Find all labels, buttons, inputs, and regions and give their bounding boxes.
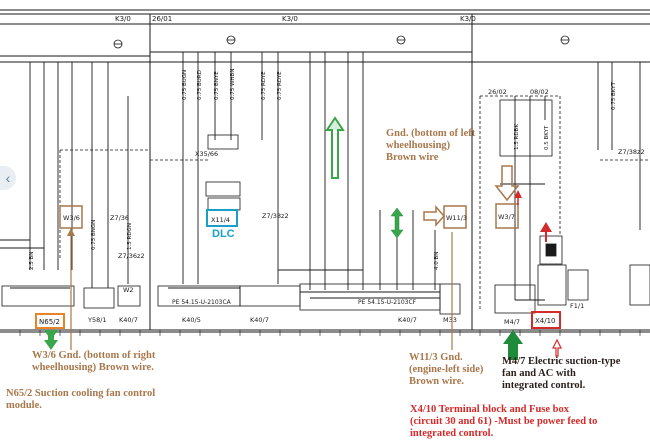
annotation-w11-3: W11/3 Gnd. (engine-left side) Brown wire… (409, 352, 484, 387)
component-label: W2 (123, 286, 134, 294)
x4-10-label: X4/10 (535, 317, 556, 325)
wire-code: 2.5 BN (29, 252, 35, 270)
x4-10-box: X4/10 (531, 311, 561, 329)
annotation-gnd-left-wheelhousing: Gnd. (bottom of left wheelhousing) Brown… (386, 128, 476, 163)
component-label: K40/7 (119, 316, 138, 324)
red-arrow-up-icon (540, 222, 552, 242)
w3-7-box: W3/7 (495, 203, 519, 229)
wire-code: 0.75 BURD (197, 70, 203, 100)
connector-label: Z7/36z2 (118, 252, 145, 260)
x11-4-box (206, 209, 238, 227)
lower-wiring (0, 183, 545, 301)
fuse-block (539, 235, 563, 265)
top-label-k30-2: K3/0 (282, 15, 298, 23)
top-label-k30-1: K3/0 (115, 15, 131, 23)
green-arrow-updown-icon (390, 207, 404, 239)
top-symbols (113, 35, 570, 49)
red-arrow-x410-icon (552, 338, 562, 357)
wire-code: 4.0 BN (434, 252, 440, 270)
n65-2-label: N65/2 (39, 318, 60, 326)
green-arrow-up-icon (325, 116, 345, 179)
dashed-wires (59, 95, 650, 310)
w3-6-box: W3/6 (59, 205, 83, 229)
top-label-k30-3: K3/0 (460, 15, 476, 23)
green-arrow-small-icon (329, 120, 341, 130)
wire-code: 0.75 BKYT (611, 81, 617, 110)
connector-label: Z7/36 (110, 214, 129, 222)
connector-label: Z7/38z2 (618, 148, 645, 156)
pe-label: PE 54.15-U-2103CA (172, 299, 232, 306)
brown-arrow-right-icon (423, 205, 446, 227)
component-label: K40/7 (250, 316, 269, 324)
component-label: K40/7 (398, 316, 417, 324)
wire-code: 1.5 RDGN (127, 223, 133, 250)
pe-label: PE 54.15-U-2103CF (358, 299, 417, 306)
connector-label: X35/66 (195, 150, 218, 158)
wire-code: 0.75 RDYE (277, 71, 283, 100)
green-arrow-m47-icon (503, 330, 523, 360)
w3-7-label: W3/7 (498, 213, 515, 221)
annotation-w3-6: W3/6 Gnd. (bottom of right wheelhousing)… (32, 350, 156, 373)
wire-code: 0.75 WHBN (230, 69, 236, 100)
annotation-m4-7: M4/7 Electric suction-type fan and AC wi… (502, 356, 621, 391)
n65-2-box: N65/2 (35, 313, 65, 329)
chevron-left-icon[interactable]: ‹ (0, 166, 16, 190)
component-label: M4/7 (504, 318, 520, 326)
connector-blocks (1, 99, 650, 315)
brown-arrow-down-icon (494, 165, 520, 202)
wire-code: 0.75 BNYE (214, 71, 220, 100)
dlc-label: DLC (212, 228, 235, 240)
red-arrow-down-icon (514, 190, 522, 205)
wire-code: 0.75 BNGN (91, 220, 97, 250)
component-label: K40/5 (182, 316, 201, 324)
wire-code: 0.5 BKYT (544, 125, 550, 150)
vertical-wires (29, 52, 641, 300)
relay-label: 08/02 (530, 88, 549, 96)
w3-6-label: W3/6 (63, 214, 80, 222)
connector-label: X11/4 (211, 216, 230, 224)
component-label: F1/1 (570, 302, 584, 310)
wire-code: 0.75 RDYE (261, 71, 267, 100)
wire-code: 0.75 BUGN (182, 70, 188, 100)
bottom-ticks (19, 330, 641, 336)
w11-3-box: W11/3 (443, 205, 467, 229)
connector-label: Z7/38z2 (262, 212, 289, 220)
annotation-x4-10: X4/10 Terminal block and Fuse box (circu… (410, 404, 598, 439)
component-label: Y58/1 (87, 316, 107, 324)
brown-arrow-w36-icon (67, 228, 75, 350)
top-label-2601: 26/01 (152, 15, 172, 23)
wire-code: 1.5 RDBK (514, 124, 520, 150)
relay-label: 26/02 (488, 88, 507, 96)
green-arrow-n65-icon (44, 330, 58, 350)
w11-3-label: W11/3 (446, 214, 467, 222)
annotation-n65-2: N65/2 Suction cooling fan control module… (6, 388, 156, 411)
component-label: M33 (443, 316, 457, 324)
diagram-frame (0, 9, 650, 333)
